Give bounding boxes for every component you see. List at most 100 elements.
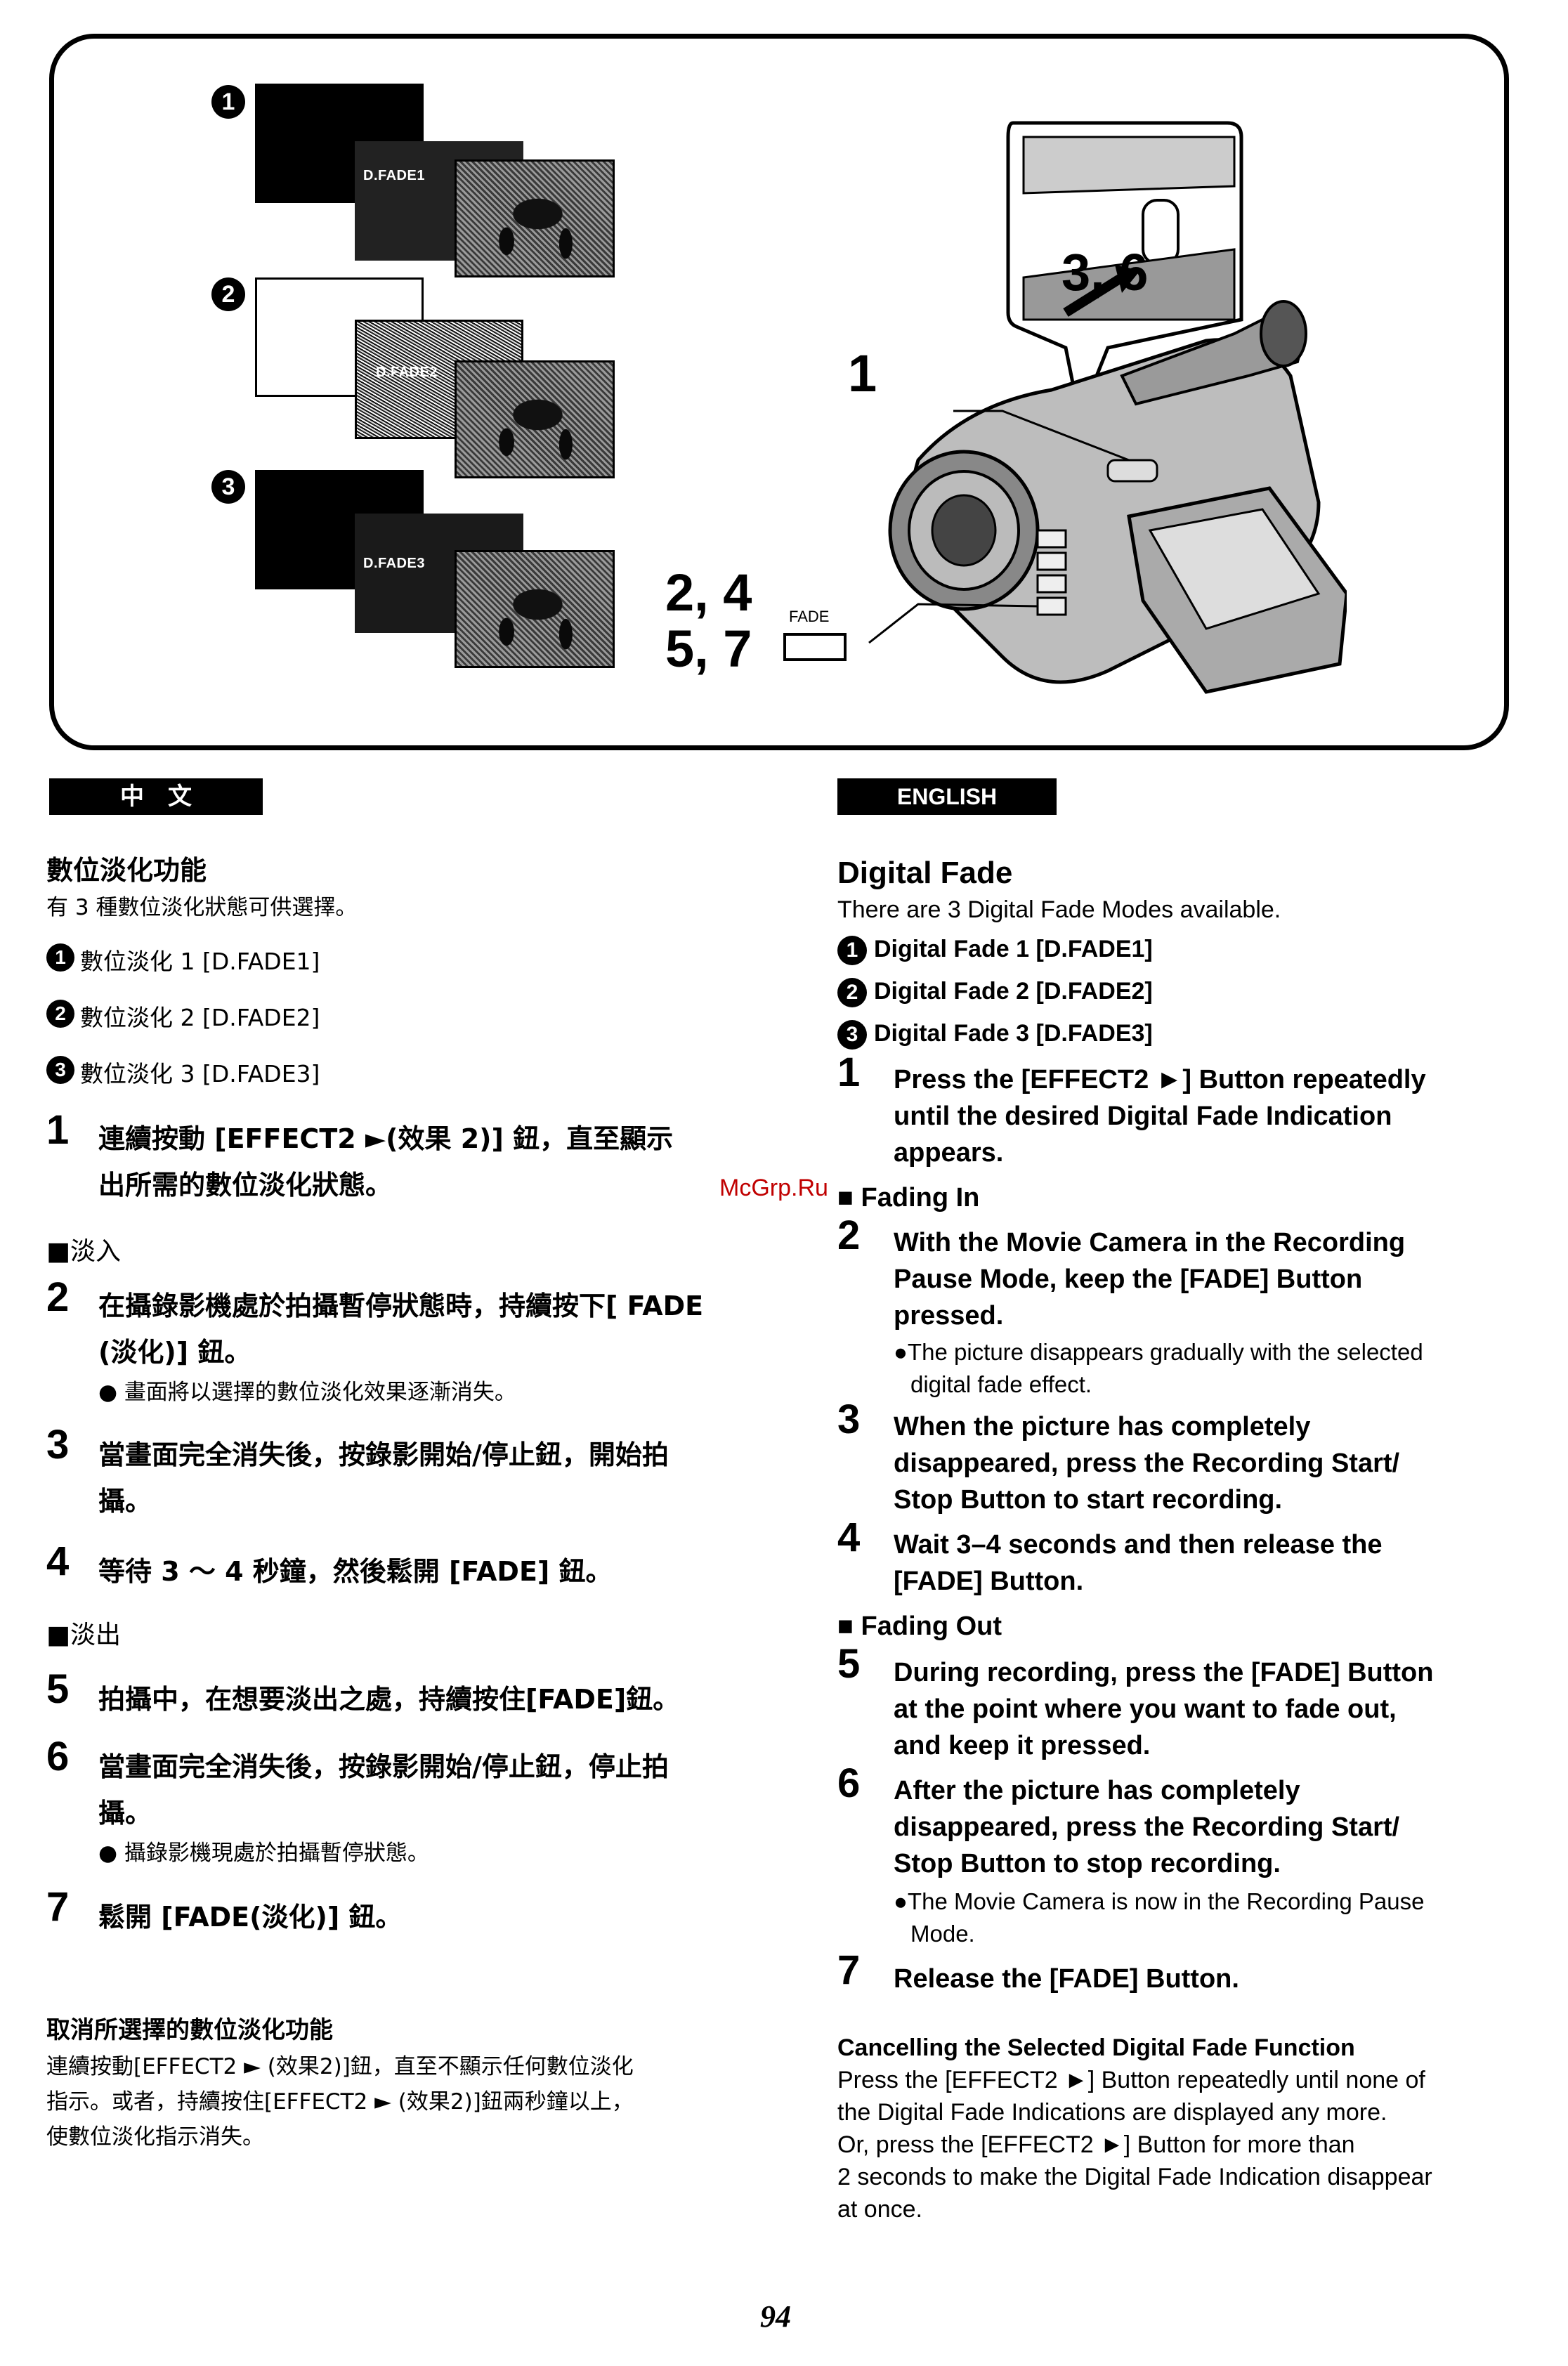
en-step-2-note-line-1: ●The picture disappears gradually with t… (894, 1339, 1423, 1365)
illustration-frame: 1 D.FADE1 2 D.FADE2 3 D.FADE3 (49, 34, 1509, 750)
en-title: Digital Fade (837, 856, 1013, 890)
zh-step-2-number: 2 (46, 1274, 70, 1320)
en-mode-2: Digital Fade 2 [D.FADE2] (874, 978, 1153, 1005)
zh-step-6-number: 6 (46, 1734, 70, 1779)
en-step-7-line-1: Release the [FADE] Button. (894, 1964, 1239, 1994)
en-cancel-line-3: Or, press the [EFFECT2 ►] Button for mor… (837, 2131, 1355, 2158)
zh-mode-3: 數位淡化 3 [D.FADE3] (80, 1060, 320, 1087)
marker-2: 2 (211, 277, 245, 311)
zh-cancel-title: 取消所選擇的數位淡化功能 (46, 2016, 333, 2044)
en-step-1-line-2: until the desired Digital Fade Indicatio… (894, 1102, 1392, 1131)
zh-intro: 有 3 種數位淡化狀態可供選擇。 (46, 895, 358, 920)
fade1-dog-image (455, 159, 615, 277)
en-step-3-line-1: When the picture has completely (894, 1412, 1311, 1442)
inset-button (1142, 199, 1180, 265)
zh-step-4-number: 4 (46, 1538, 70, 1584)
en-step-6-line-1: After the picture has completely (894, 1776, 1300, 1805)
en-step-1-number: 1 (837, 1050, 861, 1095)
en-step-1-line-3: appears. (894, 1138, 1004, 1168)
en-cancel-line-2: the Digital Fade Indications are display… (837, 2099, 1387, 2126)
en-mode-3: Digital Fade 3 [D.FADE3] (874, 1020, 1153, 1047)
zh-cancel-line-3: 使數位淡化指示消失。 (46, 2124, 264, 2150)
marker-3: 3 (211, 470, 245, 504)
zh-step-2-note: ● 畫面將以選擇的數位淡化效果逐漸消失。 (98, 1380, 516, 1405)
zh-fade-in-heading: ■淡入 (46, 1237, 122, 1266)
en-step-7-number: 7 (837, 1947, 861, 1993)
zh-mode-3-marker: 3 (46, 1056, 74, 1084)
en-step-6-note-line-2: Mode. (910, 1921, 975, 1947)
zh-mode-2-marker: 2 (46, 1000, 74, 1028)
zh-title: 數位淡化功能 (46, 855, 207, 886)
watermark: McGrp.Ru (719, 1175, 828, 1201)
en-step-3-number: 3 (837, 1397, 861, 1442)
page-number: 94 (760, 2299, 791, 2334)
zh-step-3-line-2: 攝。 (98, 1486, 152, 1517)
zh-step-4-line-1: 等待 3 〜 4 秒鐘，然後鬆開 [FADE] 鈕。 (98, 1556, 613, 1587)
fade-button-icon (783, 633, 847, 661)
zh-step-1-line-2: 出所需的數位淡化狀態。 (98, 1170, 393, 1201)
fade2-label: D.FADE2 (376, 365, 438, 380)
zh-step-2-line-2: (淡化)] 鈕。 (98, 1337, 251, 1368)
en-step-6-line-2: disappeared, press the Recording Start/ (894, 1812, 1400, 1842)
en-step-5-number: 5 (837, 1641, 861, 1687)
en-mode-1-marker: 1 (837, 936, 867, 965)
en-step-2-number: 2 (837, 1213, 861, 1258)
en-step-6-line-3: Stop Button to stop recording. (894, 1849, 1281, 1878)
zh-mode-2: 數位淡化 2 [D.FADE2] (80, 1004, 320, 1031)
en-cancel-title: Cancelling the Selected Digital Fade Fun… (837, 2034, 1355, 2061)
en-cancel-line-5: at once. (837, 2196, 922, 2223)
en-step-6-number: 6 (837, 1760, 861, 1806)
en-step-4-line-1: Wait 3–4 seconds and then release the (894, 1530, 1383, 1560)
callout-3-6: 3, 6 (1061, 243, 1149, 301)
en-step-4-number: 4 (837, 1515, 861, 1560)
fade3-label: D.FADE3 (363, 556, 425, 571)
en-header: ENGLISH (837, 778, 1057, 815)
callout-2-4: 2, 4 (665, 563, 752, 622)
zh-fade-out-heading: ■淡出 (46, 1621, 122, 1649)
zh-step-6-note: ● 攝錄影機現處於拍攝暫停狀態。 (98, 1841, 429, 1866)
zh-mode-1-marker: 1 (46, 943, 74, 972)
en-step-5-line-2: at the point where you want to fade out, (894, 1694, 1397, 1724)
zh-step-7-line-1: 鬆開 [FADE(淡化)] 鈕。 (98, 1902, 403, 1933)
en-cancel-line-4: 2 seconds to make the Digital Fade Indic… (837, 2164, 1432, 2190)
en-step-2-line-2: Pause Mode, keep the [FADE] Button (894, 1264, 1363, 1294)
en-step-5-line-3: and keep it pressed. (894, 1731, 1151, 1760)
en-mode-2-marker: 2 (837, 978, 867, 1007)
fade-button-label: FADE (789, 608, 830, 625)
zh-step-5-line-1: 拍攝中，在想要淡出之處，持續按住[FADE]鈕。 (98, 1684, 680, 1715)
zh-step-3-line-1: 當畫面完全消失後，按錄影開始/停止鈕，開始拍 (98, 1439, 669, 1470)
en-step-3-line-3: Stop Button to start recording. (894, 1485, 1283, 1515)
fade1-label: D.FADE1 (363, 168, 425, 183)
en-step-1-line-1: Press the [EFFECT2 ►] Button repeatedly (894, 1065, 1426, 1094)
zh-step-1-number: 1 (46, 1107, 70, 1153)
en-step-3-line-2: disappeared, press the Recording Start/ (894, 1449, 1400, 1478)
en-fade-out-heading: ■ Fading Out (837, 1612, 1002, 1641)
en-step-2-line-3: pressed. (894, 1301, 1004, 1331)
zh-step-6-line-2: 攝。 (98, 1798, 152, 1829)
en-step-2-line-1: With the Movie Camera in the Recording (894, 1228, 1406, 1257)
en-intro: There are 3 Digital Fade Modes available… (837, 896, 1281, 923)
fade2-dog-image (455, 360, 615, 478)
zh-step-3-number: 3 (46, 1422, 70, 1468)
en-step-2-note-line-2: digital fade effect. (910, 1371, 1092, 1397)
zh-header: 中 文 (49, 778, 263, 815)
en-mode-1: Digital Fade 1 [D.FADE1] (874, 936, 1153, 962)
en-step-6-note-line-1: ●The Movie Camera is now in the Recordin… (894, 1888, 1425, 1914)
camcorder-illustration (868, 121, 1347, 694)
callout-1: 1 (848, 344, 877, 403)
zh-step-6-line-1: 當畫面完全消失後，按錄影開始/停止鈕，停止拍 (98, 1751, 669, 1782)
zh-step-7-number: 7 (46, 1884, 70, 1930)
en-step-4-line-2: [FADE] Button. (894, 1567, 1084, 1596)
zh-step-5-number: 5 (46, 1666, 70, 1712)
zh-mode-1: 數位淡化 1 [D.FADE1] (80, 948, 320, 975)
zh-cancel-line-2: 指示。或者，持續按住[EFFECT2 ► (效果2)]鈕兩秒鐘以上， (46, 2089, 634, 2115)
zh-cancel-line-1: 連續按動[EFFECT2 ► (效果2)]鈕，直至不顯示任何數位淡化 (46, 2054, 634, 2079)
callout-5-7: 5, 7 (665, 620, 752, 678)
en-mode-3-marker: 3 (837, 1020, 867, 1050)
zh-step-1-line-1: 連續按動 [EFFECT2 ►(效果 2)] 鈕，直至顯示 (98, 1123, 674, 1154)
zh-step-2-line-1: 在攝錄影機處於拍攝暫停狀態時，持續按下[ FADE (98, 1290, 704, 1321)
fade3-dog-image (455, 550, 615, 668)
en-step-5-line-1: During recording, press the [FADE] Butto… (894, 1658, 1434, 1687)
en-fade-in-heading: ■ Fading In (837, 1183, 980, 1213)
marker-1: 1 (211, 85, 245, 119)
